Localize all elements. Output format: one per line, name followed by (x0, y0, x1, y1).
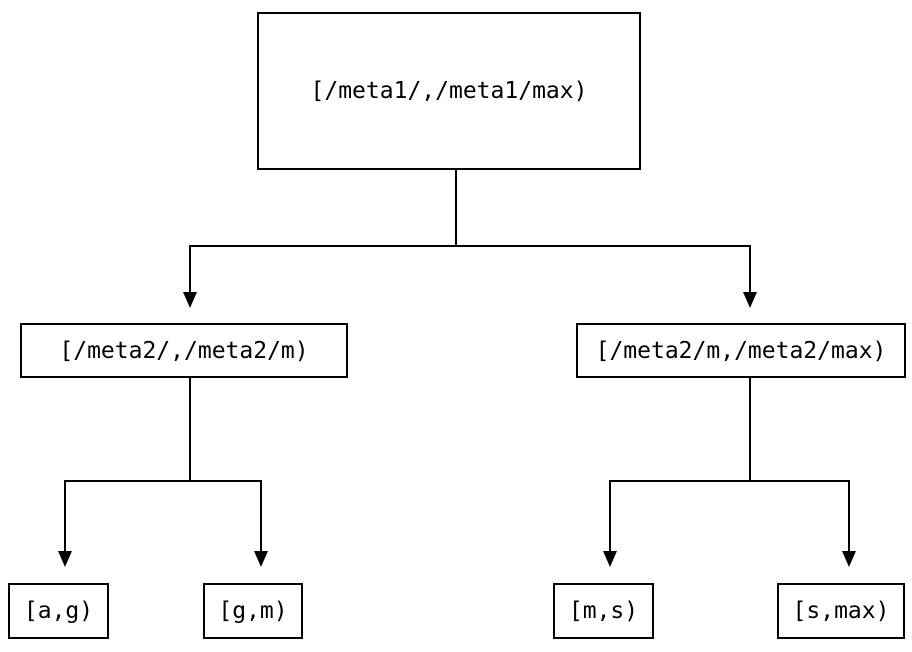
edge-left-to-leaf-gm (254, 480, 268, 567)
arrow-down-icon (842, 551, 856, 567)
node-label: [/meta2/m,/meta2/max) (595, 337, 887, 364)
node-label: [/meta2/,/meta2/m) (59, 337, 309, 364)
node-leaf-g-m: [g,m) (203, 583, 303, 639)
edge-left-to-leaf-ag (58, 480, 72, 567)
node-leaf-m-s: [m,s) (553, 583, 654, 639)
node-label: [m,s) (568, 598, 639, 624)
node-root: [/meta1/,/meta1/max) (257, 12, 641, 170)
node-leaf-a-g: [a,g) (8, 583, 109, 639)
node-label: [g,m) (218, 598, 288, 624)
edge-root-to-left (183, 245, 197, 308)
arrow-down-icon (58, 551, 72, 567)
arrow-down-icon (603, 551, 617, 567)
node-level1-right: [/meta2/m,/meta2/max) (576, 323, 906, 378)
node-label: [s,max) (792, 598, 890, 624)
edge-right-to-leaf-smax (842, 480, 856, 567)
arrow-down-icon (254, 551, 268, 567)
node-leaf-s-max: [s,max) (777, 583, 905, 639)
node-label: [a,g) (23, 598, 94, 624)
node-label: [/meta1/,/meta1/max) (310, 78, 588, 104)
node-level1-left: [/meta2/,/meta2/m) (20, 323, 348, 378)
edge-root-to-right (743, 245, 757, 308)
arrow-down-icon (183, 292, 197, 308)
arrow-down-icon (743, 292, 757, 308)
edge-right-to-leaf-ms (603, 480, 617, 567)
